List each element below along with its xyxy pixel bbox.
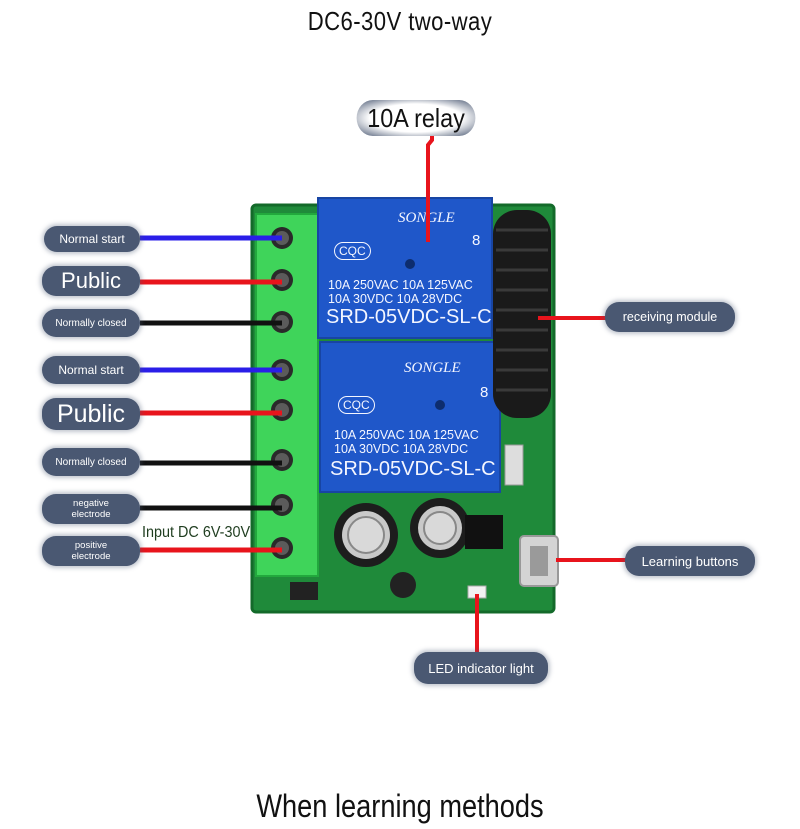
wire-relay-pointer	[426, 128, 434, 242]
relay-1-num: 8	[472, 232, 481, 249]
relay-1-model: SRD-05VDC-SL-C	[326, 306, 492, 328]
relay-2	[319, 341, 501, 493]
label-normal-start-2: Normal start	[42, 356, 140, 384]
label-receiving-module: receiving module	[605, 302, 735, 332]
relay-2-model: SRD-05VDC-SL-C	[330, 458, 496, 480]
relay-1-cert: CQC	[334, 242, 371, 260]
input-voltage-label: Input DC 6V-30V	[142, 524, 251, 541]
bottom-title: When learning methods	[256, 788, 544, 824]
label-led-indicator: LED indicator light	[414, 652, 548, 684]
label-normally-closed-2: Normally closed	[42, 448, 140, 476]
relay-2-cert: CQC	[338, 396, 375, 414]
antenna-coil	[493, 210, 551, 418]
label-normally-closed-1: Normally closed	[42, 309, 140, 337]
relay-1	[317, 197, 493, 339]
label-learning-buttons: Learning buttons	[625, 546, 755, 576]
relay-2-spec1: 10A 250VAC 10A 125VAC	[334, 428, 479, 442]
label-public-2: Public	[42, 398, 140, 430]
relay-1-spec1: 10A 250VAC 10A 125VAC	[328, 278, 473, 292]
relay-label: 10A relay	[356, 100, 476, 136]
top-title: DC6-30V two-way	[307, 6, 493, 36]
relay-1-spec2: 10A 30VDC 10A 28VDC	[328, 292, 463, 306]
relay-2-num: 8	[480, 384, 489, 401]
relay-2-spec2: 10A 30VDC 10A 28VDC	[334, 442, 469, 456]
relay-2-brand: SONGLE	[404, 360, 461, 376]
label-normal-start-1: Normal start	[44, 226, 140, 252]
label-public-1: Public	[42, 266, 140, 296]
